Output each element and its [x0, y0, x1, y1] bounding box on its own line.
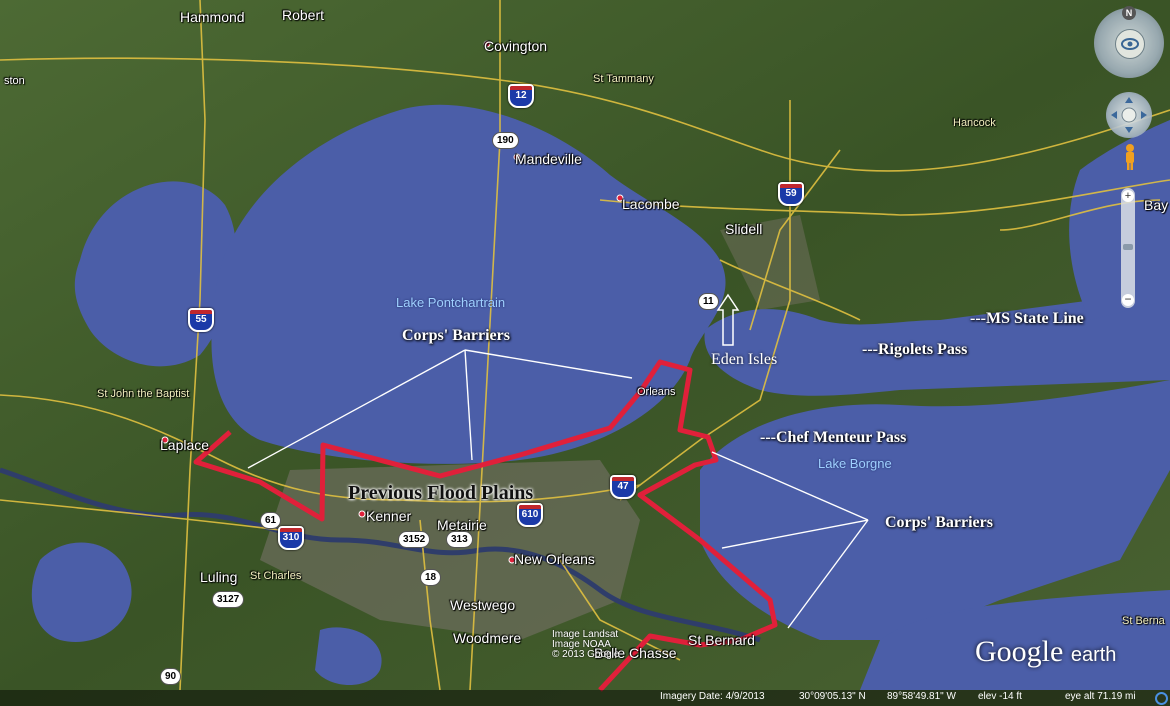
route-18-marker: 18	[420, 569, 442, 586]
annotation-ms-state-line: ---MS State Line	[970, 310, 1084, 327]
google-earth-logo: Google earth	[975, 635, 1116, 669]
flood-plain-boundary	[193, 359, 778, 692]
annotation-corps-barriers-bottom: Corps' Barriers	[885, 514, 993, 531]
annotation-rigolets-pass: ---Rigolets Pass	[862, 341, 968, 358]
place-metairie: Metairie	[437, 517, 487, 533]
imagery-credits: Image Landsat Image NOAA © 2013 Google	[552, 630, 619, 660]
eden-isles-arrow	[716, 293, 740, 346]
place-st-bernard: St Bernard	[688, 632, 755, 648]
place-st-john: St John the Baptist	[97, 388, 190, 400]
zoom-in-icon[interactable]: +	[1122, 190, 1134, 202]
interstate-310-shield: 310	[278, 526, 304, 550]
street-view-pegman-icon[interactable]	[1122, 143, 1138, 171]
annotation-corps-barriers-top: Corps' Barriers	[402, 327, 510, 344]
place-hancock: Hancock	[953, 117, 996, 129]
water-lake-borgne: Lake Borgne	[818, 456, 892, 471]
status-latitude: 30°09'05.13" N	[799, 691, 866, 702]
route-47-shield: 47	[610, 475, 636, 499]
place-covington: Covington	[484, 38, 548, 54]
road-network	[0, 0, 1170, 691]
zoom-slider[interactable]: + −	[1121, 188, 1135, 308]
water-lake-pontchartrain: Lake Pontchartrain	[396, 295, 506, 310]
move-control[interactable]	[1106, 92, 1152, 138]
credit-noaa: Image NOAA	[552, 639, 611, 650]
route-3127-marker: 3127	[212, 591, 245, 608]
place-st-charles: St Charles	[250, 570, 302, 582]
place-westwego: Westwego	[450, 597, 516, 613]
place-slidell: Slidell	[725, 221, 763, 237]
rigolets-water	[704, 290, 1170, 396]
route-313-marker: 313	[446, 531, 473, 548]
place-belle-chasse: Belle Chasse	[594, 645, 677, 661]
annotation-chef-menteur-pass: ---Chef Menteur Pass	[760, 429, 907, 446]
place-laplace: Laplace	[160, 437, 210, 453]
status-elevation: elev -14 ft	[978, 691, 1022, 702]
eye-icon[interactable]	[1115, 29, 1145, 59]
hand-icon[interactable]	[1106, 92, 1152, 138]
mississippi-sound	[1069, 120, 1170, 320]
annotation-previous-flood-plains: Previous Flood Plains	[348, 482, 534, 504]
place-orleans: Orleans	[637, 386, 676, 398]
status-bar	[0, 690, 1170, 706]
place-mandeville: Mandeville	[515, 151, 582, 167]
interstate-55-shield: 55	[188, 308, 214, 332]
place-kenner: Kenner	[366, 508, 412, 524]
route-61-marker: 61	[260, 512, 282, 529]
place-st-tammany: St Tammany	[593, 73, 654, 85]
place-woodmere: Woodmere	[453, 630, 522, 646]
place-robert: Robert	[282, 7, 325, 23]
route-190-marker: 190	[492, 132, 519, 149]
route-3152-marker: 3152	[398, 531, 431, 548]
status-imagery-date: Imagery Date: 4/9/2013	[660, 691, 765, 702]
zoom-out-icon[interactable]: −	[1122, 293, 1134, 306]
place-lacombe: Lacombe	[622, 196, 680, 212]
place-ston: ston	[4, 75, 25, 87]
route-11-marker: 11	[698, 293, 719, 310]
zoom-thumb[interactable]	[1123, 244, 1133, 250]
lake-borgne	[700, 380, 1170, 640]
interstate-59-shield: 59	[778, 182, 804, 206]
route-90-marker: 90	[160, 668, 182, 685]
lake-cataouatche	[315, 627, 382, 685]
place-hammond: Hammond	[180, 9, 245, 25]
place-luling: Luling	[200, 569, 238, 585]
logo-product: earth	[1070, 644, 1117, 666]
credit-landsat: Image Landsat	[552, 629, 619, 640]
breton-sound	[860, 590, 1170, 690]
status-eye-altitude: eye alt 71.19 mi	[1065, 691, 1136, 702]
credit-google: © 2013 Google	[552, 649, 620, 660]
logo-brand: Google	[975, 635, 1064, 668]
annotation-eden-isles: Eden Isles	[711, 351, 778, 368]
city-dots	[161, 40, 624, 564]
interstate-12-shield: 12	[508, 84, 534, 108]
status-longitude: 89°58'49.81" W	[887, 691, 956, 702]
streaming-indicator-icon	[1155, 692, 1168, 705]
place-st-berna: St Berna	[1122, 615, 1165, 627]
lake-pontchartrain	[211, 104, 726, 464]
north-indicator[interactable]: N	[1122, 6, 1136, 20]
place-bay: Bay	[1144, 197, 1169, 213]
place-new-orleans: New Orleans	[514, 551, 595, 567]
urban-area	[260, 460, 640, 640]
lake-salvador	[31, 542, 132, 642]
barrier-pointer-lines	[247, 349, 869, 629]
interstate-610-shield: 610	[517, 503, 543, 527]
